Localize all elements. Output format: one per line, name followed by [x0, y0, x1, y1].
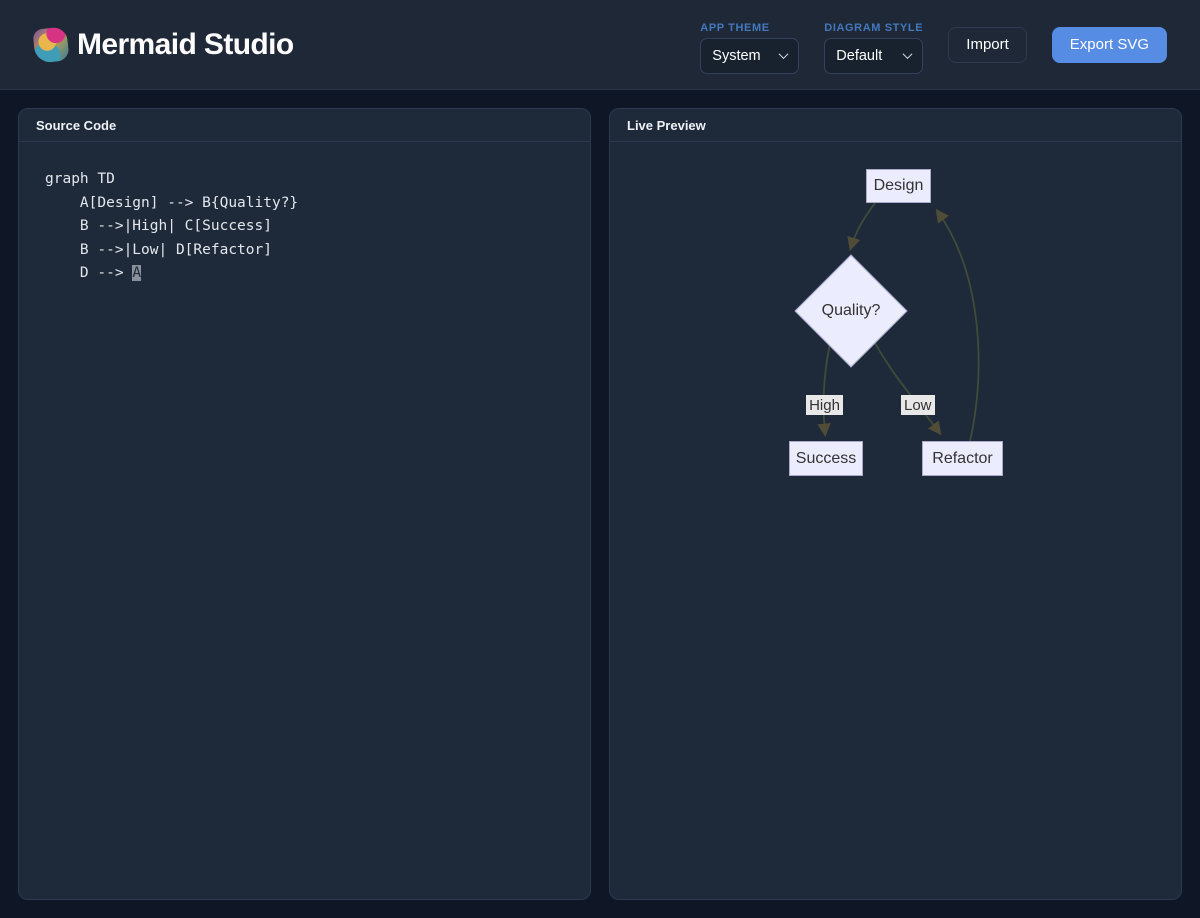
source-code-panel-title: Source Code — [19, 109, 590, 142]
app-theme-label: APP THEME — [700, 21, 770, 34]
text-cursor: A — [132, 265, 142, 281]
source-code-panel: Source Code graph TD A[Design] --> B{Qua… — [18, 108, 591, 900]
live-preview-panel: Live Preview Design Quality? High — [609, 108, 1182, 900]
live-preview-panel-title: Live Preview — [610, 109, 1181, 142]
diagram-style-label: DIAGRAM STYLE — [824, 21, 924, 34]
diagram-canvas: Design Quality? High Low Success Refacto… — [610, 142, 1181, 899]
app-theme-value: System — [712, 47, 761, 64]
app-header: Mermaid Studio APP THEME System DIAGRAM … — [0, 0, 1200, 90]
edge-refactor-design — [935, 208, 980, 442]
code-editor[interactable]: graph TD A[Design] --> B{Quality?} B -->… — [45, 171, 299, 281]
chevron-down-icon — [902, 49, 913, 60]
header-controls: APP THEME System DIAGRAM STYLE Default I… — [700, 19, 1167, 74]
main-content: Source Code graph TD A[Design] --> B{Qua… — [0, 90, 1200, 918]
diagram-style-group: DIAGRAM STYLE Default — [824, 21, 924, 74]
flowchart-node-design: Design — [866, 169, 931, 203]
export-svg-button[interactable]: Export SVG — [1051, 26, 1167, 63]
app-title: Mermaid Studio — [77, 27, 294, 61]
edge-quality-success — [817, 338, 832, 438]
app-theme-select[interactable]: System — [700, 37, 800, 74]
diagram-style-value: Default — [836, 47, 883, 64]
chevron-down-icon — [778, 49, 789, 60]
diagram-style-select[interactable]: Default — [824, 37, 924, 74]
edge-label-low: Low — [901, 395, 935, 415]
app-theme-group: APP THEME System — [700, 21, 800, 74]
flowchart-node-success: Success — [789, 441, 863, 476]
flowchart-node-refactor: Refactor — [922, 441, 1003, 476]
flowchart-node-quality-label: Quality? — [821, 302, 881, 319]
edge-quality-refactor — [872, 338, 942, 436]
edge-design-quality — [847, 202, 876, 251]
flowchart-edges — [817, 202, 980, 442]
import-button[interactable]: Import — [948, 26, 1027, 63]
mermaid-logo-icon — [32, 25, 70, 64]
brand: Mermaid Studio — [32, 25, 294, 64]
edge-label-high: High — [806, 395, 843, 415]
